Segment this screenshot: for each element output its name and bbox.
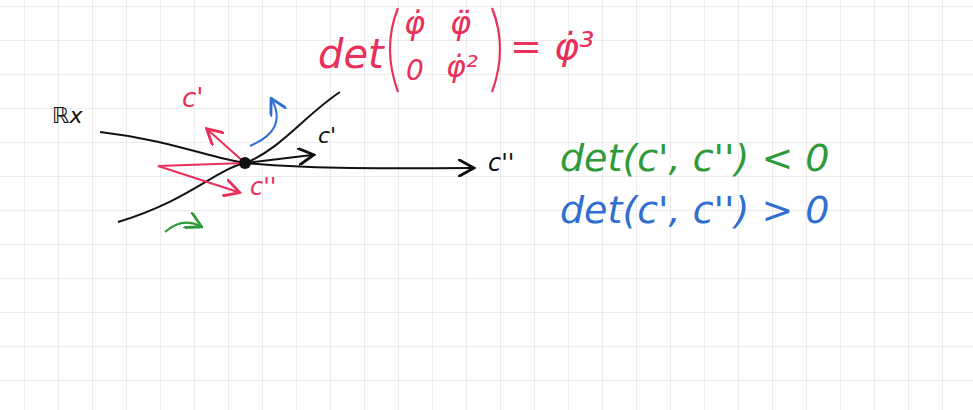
tangent-arrow xyxy=(245,155,312,163)
matrix-entry: φ̇ xyxy=(404,6,425,41)
vector-label: c' xyxy=(182,84,203,113)
blue-turn-arrow xyxy=(250,100,277,146)
det-word: det xyxy=(318,32,384,76)
green-turn-arrow xyxy=(165,223,200,232)
space-label: ℝx xyxy=(52,104,82,128)
vector-label: c' xyxy=(318,124,336,148)
vector-label: c'' xyxy=(250,174,276,200)
determinant-result: = φ̇³ xyxy=(510,26,594,68)
left-paren xyxy=(390,8,398,92)
right-paren xyxy=(492,8,500,92)
determinant-condition: det(c', c'') > 0 xyxy=(560,190,830,232)
matrix-entry: φ̇² xyxy=(446,50,478,83)
matrix-entry: φ̈ xyxy=(450,6,471,41)
vector-label: c'' xyxy=(488,150,514,176)
point xyxy=(239,157,251,169)
determinant-condition: det(c', c'') < 0 xyxy=(560,138,830,180)
matrix-entry: 0 xyxy=(406,56,424,87)
red-normal-arrow xyxy=(158,163,245,192)
s-curve xyxy=(118,92,340,222)
red-tangent-arrow xyxy=(208,130,245,163)
